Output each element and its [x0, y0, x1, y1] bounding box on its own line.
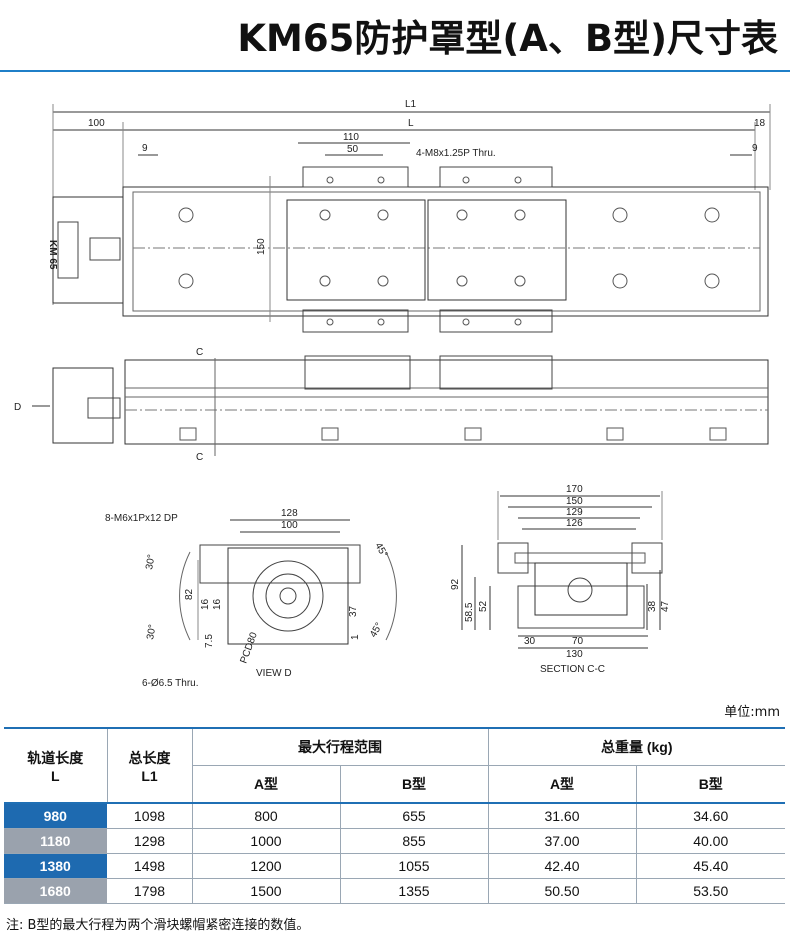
pcd-80: PCD80 [238, 631, 260, 665]
dim-110: 110 [343, 132, 359, 143]
title-rule [0, 70, 790, 72]
header-rail-label: 轨道长度 [27, 749, 84, 766]
dim-92: 92 [450, 578, 461, 590]
cell-total-length: 1298 [107, 828, 192, 854]
dim-100-viewd: 100 [281, 520, 298, 531]
top-view [52, 104, 771, 333]
dim-82: 82 [184, 588, 195, 600]
km65-label: KM 65 [47, 240, 58, 270]
cell-weight-b: 40.00 [635, 828, 785, 854]
dim-126: 126 [566, 518, 583, 529]
dim-L1: L1 [405, 99, 417, 110]
section-mark-c-top: C [196, 347, 203, 358]
cell-weight-b: 53.50 [635, 878, 785, 904]
dim-52: 52 [478, 600, 489, 612]
cell-rail-length: 1680 [4, 878, 108, 904]
cell-rail-length: 1180 [4, 828, 108, 854]
cell-total-length: 1798 [107, 878, 192, 904]
header-stroke-b: B型 [339, 765, 488, 804]
header-total-weight: 总重量 (kg) [487, 727, 785, 766]
view-d-label: VIEW D [256, 668, 292, 679]
angle-30-top: 30° [144, 554, 157, 571]
dim-30: 30 [524, 636, 536, 647]
header-total-length: 总长度 L1 [106, 727, 192, 804]
cell-total-length: 1098 [107, 803, 192, 829]
table-row: 1180 1298 1000 855 37.00 40.00 [4, 828, 785, 854]
dim-38: 38 [647, 600, 658, 612]
dim-150-section: 150 [566, 496, 583, 507]
cell-stroke-a: 1000 [191, 828, 340, 854]
dim-37: 37 [348, 605, 359, 617]
section-cc-label: SECTION C-C [540, 664, 605, 675]
dim-18: 18 [754, 118, 766, 129]
header-total-symbol: L1 [141, 767, 158, 784]
section-cc [461, 491, 663, 649]
angle-45-top: 45° [372, 541, 389, 560]
dim-150: 150 [256, 238, 267, 255]
cell-stroke-b: 655 [339, 803, 488, 829]
header-total-label: 总长度 [128, 749, 171, 766]
dim-129: 129 [566, 507, 583, 518]
view-mark-d: D [14, 402, 21, 413]
header-rail-length: 轨道长度 L [4, 727, 107, 804]
section-mark-c-bottom: C [196, 452, 203, 463]
table-row: 1380 1498 1200 1055 42.40 45.40 [4, 853, 785, 879]
unit-label: 单位:mm [724, 705, 780, 720]
dim-7-5: 7.5 [204, 634, 215, 648]
angle-45-bottom: 45° [368, 621, 385, 640]
dim-50: 50 [347, 144, 359, 155]
dim-130: 130 [566, 649, 583, 660]
cell-stroke-b: 855 [339, 828, 488, 854]
cell-stroke-a: 800 [191, 803, 340, 829]
cell-weight-a: 42.40 [487, 853, 636, 879]
cell-weight-b: 45.40 [635, 853, 785, 879]
cell-stroke-b: 1055 [339, 853, 488, 879]
side-view [32, 355, 769, 456]
cell-total-length: 1498 [107, 853, 192, 879]
footnote: 注: B型的最大行程为两个滑块螺帽紧密连接的数值。 [6, 918, 310, 933]
dim-9-left: 9 [142, 143, 148, 154]
cell-weight-a: 31.60 [487, 803, 636, 829]
holes-note: 6-Ø6.5 Thru. [142, 678, 199, 689]
header-rail-symbol: L [50, 767, 60, 784]
cell-stroke-b: 1355 [339, 878, 488, 904]
dim-16-b: 16 [212, 598, 223, 610]
header-stroke-a: A型 [191, 765, 340, 804]
cell-rail-length: 980 [4, 803, 108, 829]
dimension-drawing: L1 L 100 18 9 9 110 50 4-M8x1.25P Thru. … [14, 99, 771, 689]
cell-weight-b: 34.60 [635, 803, 785, 829]
cell-stroke-a: 1500 [191, 878, 340, 904]
dim-L: L [408, 118, 414, 129]
spec-table: 轨道长度 L 总长度 L1 最大行程范围 总重量 (kg) A型 B型 A型 B… [4, 727, 785, 904]
dim-9-right: 9 [752, 143, 758, 154]
dim-tap-viewd: 8-M6x1Px12 DP [105, 513, 178, 524]
page-title: KM65防护罩型(A、B型)尺寸表 [237, 17, 778, 60]
dim-16-a: 16 [200, 598, 211, 610]
table-row: 980 1098 800 655 31.60 34.60 [4, 803, 785, 829]
header-max-stroke: 最大行程范围 [191, 727, 488, 766]
view-d [179, 519, 397, 645]
dim-170: 170 [566, 484, 583, 495]
table-row: 1680 1798 1500 1355 50.50 53.50 [4, 878, 785, 904]
dim-128: 128 [281, 508, 298, 519]
dim-100: 100 [88, 118, 105, 129]
dim-tap-top: 4-M8x1.25P Thru. [416, 148, 496, 159]
dim-58-5: 58.5 [464, 602, 475, 622]
cell-rail-length: 1380 [4, 853, 108, 879]
dim-47: 47 [660, 600, 671, 612]
header-weight-a: A型 [487, 765, 636, 804]
cell-weight-a: 50.50 [487, 878, 636, 904]
cell-stroke-a: 1200 [191, 853, 340, 879]
dim-1: 1 [350, 634, 361, 640]
angle-30-bottom: 30° [145, 624, 158, 641]
cell-weight-a: 37.00 [487, 828, 636, 854]
dim-70: 70 [572, 636, 584, 647]
header-weight-b: B型 [635, 765, 785, 804]
